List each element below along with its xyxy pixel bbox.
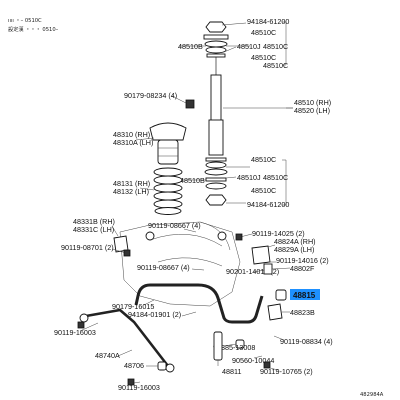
label-90179-08234[interactable]: 90179-08234 (4) xyxy=(124,91,177,100)
label-48331b-rh[interactable]: 48331B (RH) xyxy=(73,217,115,226)
shock-body-icon xyxy=(208,119,224,156)
bolt-90119-16003-b[interactable] xyxy=(127,378,141,386)
bump-stopper[interactable] xyxy=(149,122,187,165)
label-90201-14016[interactable]: 90201-14016 (2) xyxy=(226,267,279,276)
label-94184-01901[interactable]: 94184-01901 (2) xyxy=(128,310,181,319)
label-48131-rh[interactable]: 48131 (RH) xyxy=(113,179,150,188)
bolt-90119-10765[interactable] xyxy=(263,361,279,371)
label-90119-10765[interactable]: 90119-10765 (2) xyxy=(260,367,313,376)
label-90385-13008[interactable]: 90385-13008 xyxy=(213,343,255,352)
note-line-1: ıııı ・– 0510С xyxy=(8,18,42,24)
bumper-cap-icon xyxy=(149,122,187,141)
stabilizer-bar[interactable] xyxy=(134,283,264,324)
bolt-90119-16003-a[interactable] xyxy=(77,321,99,332)
label-48510c-3[interactable]: 48510C xyxy=(251,53,276,62)
label-48520-lh[interactable]: 48520 (LH) xyxy=(294,106,330,115)
label-48510c-4[interactable]: 48510C xyxy=(263,61,288,70)
label-48310-rh[interactable]: 48310 (RH) xyxy=(113,130,150,139)
label-48815[interactable]: 48815 xyxy=(293,291,316,300)
label-48510c-7[interactable]: 48510C xyxy=(251,186,276,195)
label-48510b-bot[interactable]: 48510B xyxy=(180,176,205,185)
bushing-icon xyxy=(275,289,287,301)
note-line-2: 設定漢 ・・・ 0510– xyxy=(8,25,59,33)
shock-absorber[interactable] xyxy=(203,21,229,206)
link-48811[interactable] xyxy=(213,331,223,366)
label-90119-08701[interactable]: 90119-08701 (2) xyxy=(61,243,114,252)
label-90560-10044[interactable]: 90560-10044 xyxy=(232,356,274,365)
diagram-code: 482984A xyxy=(360,392,384,398)
label-48510c-1[interactable]: 48510C xyxy=(251,28,276,37)
bracket-48824a[interactable] xyxy=(251,244,276,265)
label-94184-61200-bot[interactable]: 94184-61200 xyxy=(247,200,289,209)
label-48132-lh[interactable]: 48132 (LH) xyxy=(113,187,149,196)
label-90119-08667-top[interactable]: 90119-08667 (4) xyxy=(148,221,201,230)
label-48510c-5[interactable]: 48510C xyxy=(251,155,276,164)
label-48824a-rh[interactable]: 48824A (RH) xyxy=(274,237,316,246)
bolt-90179-08234[interactable] xyxy=(171,95,195,109)
bushing-90385-13008[interactable] xyxy=(223,339,245,349)
label-48510c-6[interactable]: 48510C xyxy=(263,173,288,182)
label-90119-08667-mid[interactable]: 90119-08667 (4) xyxy=(137,263,190,272)
label-48740a[interactable]: 48740A xyxy=(95,351,120,360)
nut-icon xyxy=(185,99,195,109)
bolt-90119-08701[interactable] xyxy=(111,248,131,257)
highlight-box xyxy=(290,289,320,300)
link-48802f[interactable] xyxy=(263,263,291,275)
label-48829a-lh[interactable]: 48829A (LH) xyxy=(274,245,314,254)
label-48510c-2[interactable]: 48510C xyxy=(263,42,288,51)
label-48310a-lh[interactable]: 48310A (LH) xyxy=(113,138,153,147)
cushion-icon xyxy=(204,40,228,48)
rod-end-icon xyxy=(79,313,89,323)
bracket-48823b[interactable] xyxy=(267,303,290,321)
label-48706[interactable]: 48706 xyxy=(124,361,144,370)
bottom-nut-icon xyxy=(205,194,227,206)
label-48510b-top[interactable]: 48510B xyxy=(178,42,203,51)
label-48510j-2[interactable]: 48510J xyxy=(237,173,261,182)
label-94184-61200-top[interactable]: 94184-61200 xyxy=(247,17,289,26)
bushing-48706[interactable] xyxy=(146,361,167,371)
coil-spring[interactable] xyxy=(153,167,183,215)
label-90119-08834[interactable]: 90119-08834 (4) xyxy=(280,337,333,346)
top-nut-icon xyxy=(205,21,227,33)
bracket-48331b[interactable] xyxy=(111,225,129,253)
label-48510j-1[interactable]: 48510J xyxy=(237,42,261,51)
label-48811[interactable]: 48811 xyxy=(222,367,241,376)
label-48802f[interactable]: 48802F xyxy=(290,264,315,273)
label-48331c-lh[interactable]: 48331C (LH) xyxy=(73,225,114,234)
shock-rod-icon xyxy=(210,74,222,124)
washer-icon xyxy=(203,34,229,40)
bolt-head-icon xyxy=(123,249,131,257)
label-90119-14016[interactable]: 90119-14016 (2) xyxy=(276,256,329,265)
label-48823b[interactable]: 48823B xyxy=(290,308,315,317)
axle-housing xyxy=(119,221,241,307)
bumper-body-icon xyxy=(157,139,179,165)
label-90119-16003-b[interactable]: 90119-16003 xyxy=(118,383,160,392)
label-90119-16003-a[interactable]: 90119-16003 xyxy=(54,328,96,337)
label-48510-rh[interactable]: 48510 (RH) xyxy=(294,98,331,107)
label-90119-14025[interactable]: 90119-14025 (2) xyxy=(252,229,305,238)
bolt-90119-14025[interactable] xyxy=(235,233,253,241)
bushing-48815[interactable] xyxy=(275,289,320,301)
label-90179-16015[interactable]: 90179-16015 xyxy=(112,302,154,311)
